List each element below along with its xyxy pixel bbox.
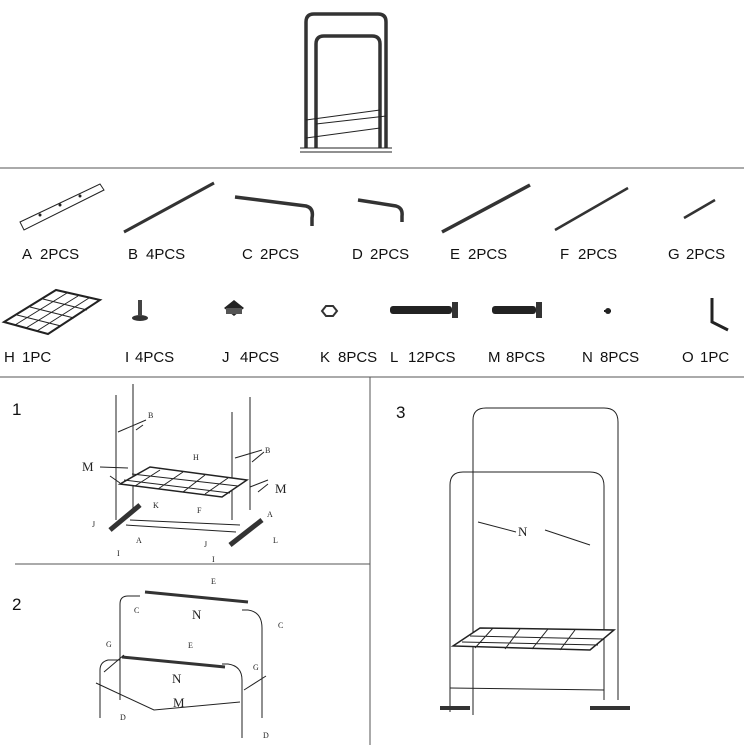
part-callout: L [273,536,278,545]
part-callout: A [136,536,142,545]
part-letter: G [668,246,680,263]
part-quantity: 2PCS [578,246,617,263]
straight-tube-icon [123,181,215,234]
long-bolt-icon [390,302,458,318]
part-quantity: 12PCS [408,349,456,366]
step-number: 3 [396,403,405,422]
part-callout: J [204,540,207,549]
part-callout: A [267,510,273,519]
cross-tube-icon [441,183,531,234]
part-callout: N [172,671,182,686]
part-quantity: 2PCS [260,246,299,263]
bolt-icon [492,302,542,318]
part-callout: F [197,506,202,515]
part-callout: G [106,640,112,649]
part-callout: C [278,621,283,630]
part-callout: G [253,663,259,672]
part-letter: D [352,246,363,263]
part-quantity: 4PCS [146,246,185,263]
part-quantity: 8PCS [600,349,639,366]
part-quantity: 2PCS [686,246,725,263]
part-callout: D [120,713,126,722]
part-letter: I [125,349,129,366]
part-callout: M [82,459,94,474]
step-number: 1 [12,400,21,419]
part-letter: C [242,246,253,263]
part-quantity: 2PCS [468,246,507,263]
end-cap-icon [224,300,244,316]
part-letter: J [222,349,230,366]
part-quantity: 1PC [700,349,729,366]
part-callout: B [148,411,153,420]
bent-tube-icon [234,195,315,226]
screw-icon [604,308,611,314]
part-callout: N [518,524,528,539]
part-quantity: 2PCS [370,246,409,263]
part-callout: E [188,641,193,650]
part-callout: H [193,453,199,462]
part-callout: C [134,606,139,615]
part-quantity: 8PCS [338,349,377,366]
part-letter: H [4,349,15,366]
part-letter: K [320,349,330,366]
part-letter: A [22,246,32,263]
wire-shelf-icon [1,288,103,336]
leveling-foot-icon [132,300,148,321]
part-letter: O [682,349,694,366]
part-letter: E [450,246,460,263]
part-quantity: 1PC [22,349,51,366]
part-callout: J [92,520,95,529]
step-number: 2 [12,595,21,614]
part-callout: D [263,731,269,740]
step-2-diagram: 2 [12,590,267,738]
part-quantity: 4PCS [135,349,174,366]
part-quantity: 2PCS [40,246,79,263]
allen-key-icon [710,298,729,332]
short-bent-tube-icon [357,198,404,222]
part-callout: M [173,695,185,710]
part-callout: N [192,607,202,622]
part-callout: I [212,555,215,564]
part-callout: M [275,481,287,496]
part-callout: I [117,549,120,558]
part-callout: K [153,501,159,510]
nut-icon [320,305,339,317]
part-letter: M [488,349,501,366]
part-letter: L [390,349,398,366]
rod-icon [554,186,629,232]
part-callout: E [211,577,216,586]
part-letter: N [582,349,593,366]
product-preview [300,12,392,153]
part-letter: F [560,246,569,263]
step-3-diagram: 3 [396,403,630,715]
part-quantity: 4PCS [240,349,279,366]
part-quantity: 8PCS [506,349,545,366]
part-letter: B [128,246,138,263]
short-rod-icon [683,198,716,220]
part-callout: B [265,446,270,455]
step-1-diagram: 1 [12,384,269,547]
base-bar-icon [19,183,105,231]
